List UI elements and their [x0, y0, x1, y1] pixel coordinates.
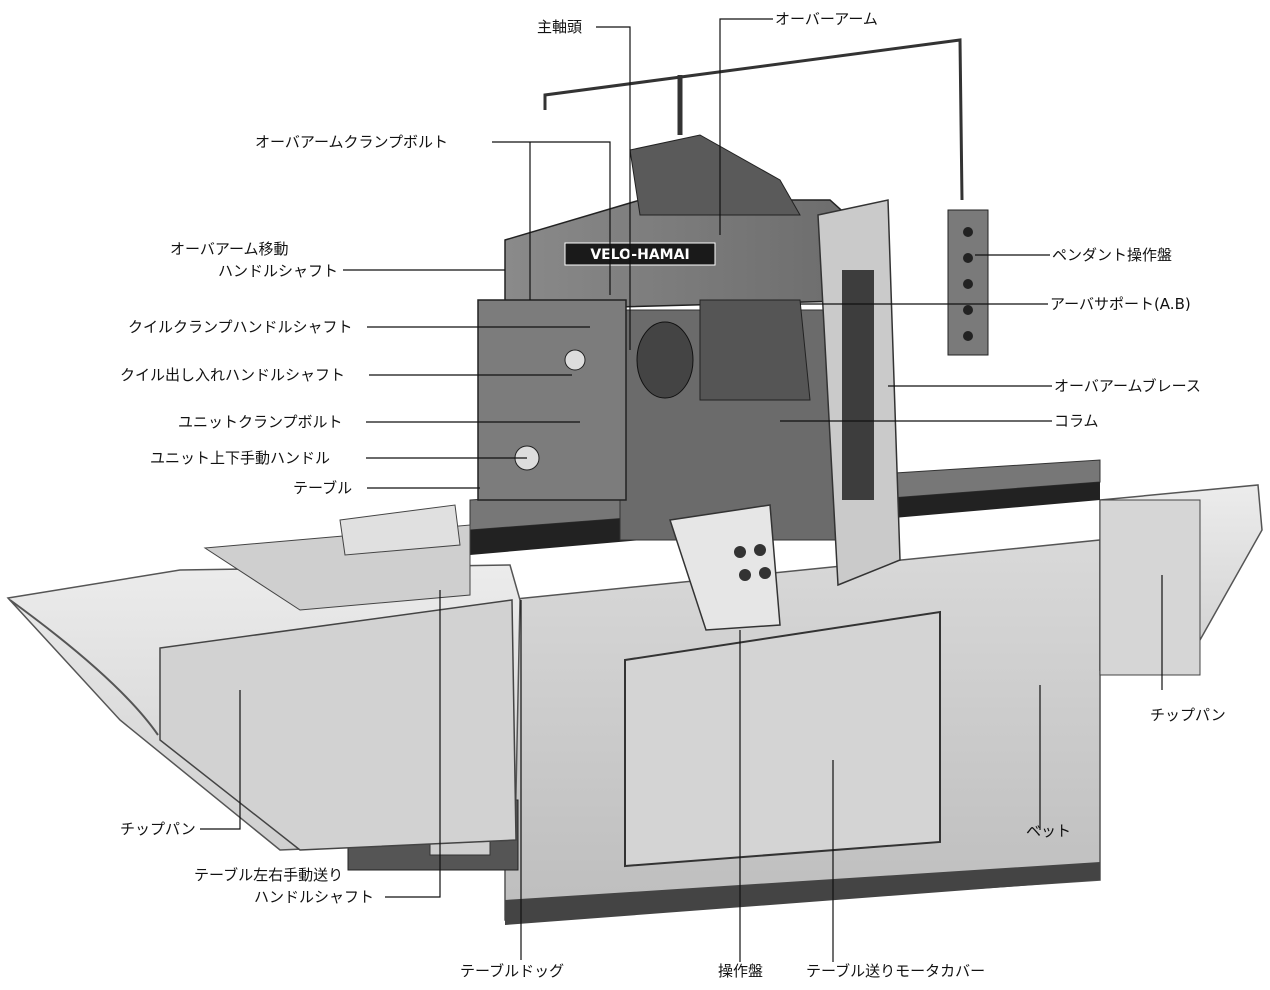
label-table-feed-1: テーブル左右手動送り [194, 866, 344, 884]
leader-chip-pan-left [200, 690, 241, 830]
chip-pan-left-front [159, 599, 517, 851]
control-knob-3 [739, 569, 751, 581]
leader-spindle-head [596, 26, 631, 350]
motor-cover-panel [624, 610, 941, 868]
chip-pan-left-rim [9, 599, 159, 736]
machine-drawing: VELO-HAMAI [6, 38, 1263, 925]
cutter [636, 321, 694, 399]
label-table: テーブル [293, 479, 353, 497]
table-left-block [339, 504, 461, 556]
overarm-top [629, 134, 801, 216]
leader-overarm-clamp-bolt [492, 141, 611, 300]
label-table-feed-2: ハンドルシャフト [254, 888, 375, 906]
bed-base [505, 862, 1100, 925]
pendant-button-5 [963, 331, 973, 341]
label-overarm-brace: オーバアームブレース [1054, 377, 1201, 395]
pendant-button-1 [963, 227, 973, 237]
label-table-dog: テーブルドッグ [460, 962, 565, 980]
label-column: コラム [1054, 412, 1099, 430]
label-unit-updown-handle: ユニット上下手動ハンドル [150, 449, 331, 467]
label-unit-clamp-bolt: ユニットクランプボルト [178, 413, 343, 431]
brace-slot [842, 270, 874, 500]
control-knob-4 [759, 567, 771, 579]
leader-over-arm [719, 18, 773, 235]
label-quill-clamp-handle: クイルクランプハンドルシャフト [128, 318, 353, 336]
pendant-button-4 [963, 305, 973, 315]
label-motor-cover: テーブル送りモータカバー [806, 962, 986, 980]
control-knob-1 [734, 546, 746, 558]
label-quill-in-out-handle: クイル出し入れハンドルシャフト [120, 366, 346, 384]
chip-pan-right-front [1099, 499, 1201, 676]
arbor-supports [699, 299, 811, 401]
label-over-arm: オーバーアーム [775, 10, 878, 28]
label-chip-pan-left: チップパン [120, 820, 196, 838]
pendant-button-2 [963, 253, 973, 263]
label-overarm-move-2: ハンドルシャフト [218, 262, 339, 280]
label-spindle-head: 主軸頭 [537, 18, 583, 36]
label-pendant: ペンダント操作盤 [1052, 246, 1173, 264]
label-chip-pan-right: チップパン [1150, 706, 1226, 724]
label-bed: ベット [1026, 822, 1072, 840]
control-knob-2 [754, 544, 766, 556]
label-arbor-support: アーバサポート(A.B) [1050, 295, 1191, 313]
brand-text: VELO-HAMAI [590, 247, 689, 263]
quill-knob [564, 349, 586, 371]
spindle-unit [477, 299, 627, 501]
label-control-panel: 操作盤 [718, 962, 764, 980]
brand-plate [564, 242, 716, 266]
leader-lines [200, 18, 1163, 962]
label-overarm-clamp-bolt: オーバアームクランプボルト [255, 133, 449, 151]
leader-table-feed [385, 590, 441, 898]
label-overarm-move-1: オーバアーム移動 [170, 240, 289, 258]
pendant-cable [543, 38, 964, 201]
control-panel-box [669, 504, 781, 631]
pendant-button-3 [963, 279, 973, 289]
